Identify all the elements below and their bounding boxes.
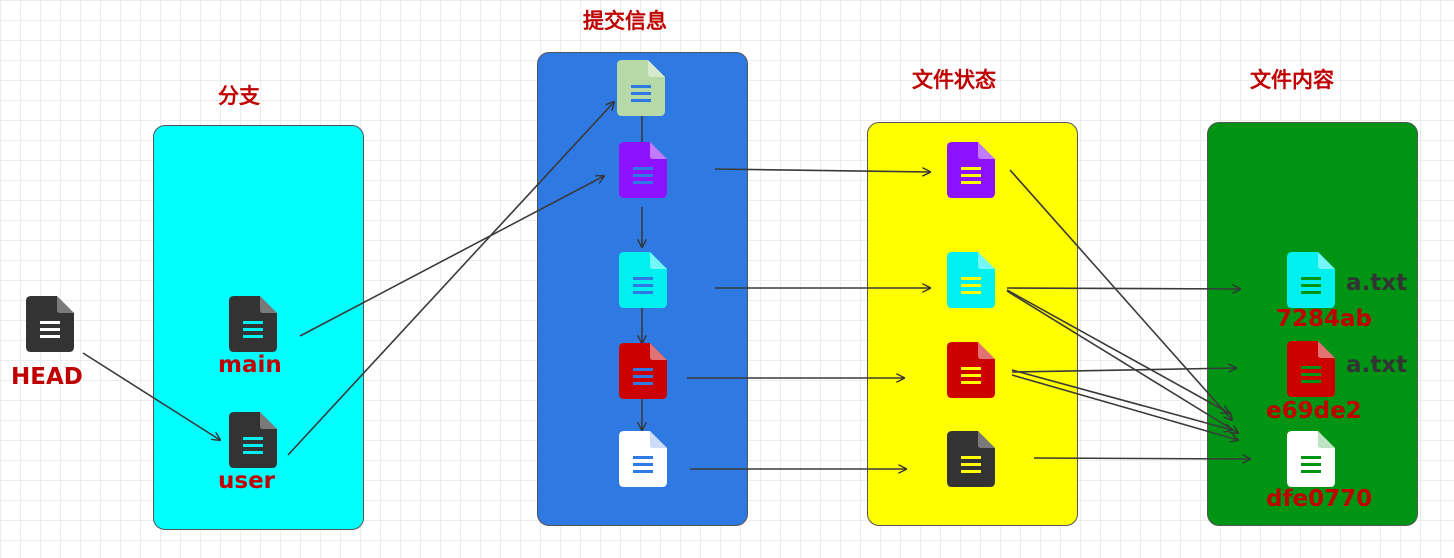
arrow-status3-to-content3b	[1011, 369, 1232, 430]
commit2-document-icon	[619, 142, 667, 198]
commit1-document-icon	[617, 60, 665, 116]
user-document-icon	[229, 412, 277, 468]
arrow-status2-to-content2	[1006, 289, 1229, 413]
arrow-head-to-user	[82, 352, 220, 440]
content1-filename-label: a.txt	[1346, 270, 1408, 296]
main-document-icon	[229, 296, 277, 352]
status3-document-icon	[947, 342, 995, 398]
arrow-user-to-commit1	[287, 102, 614, 456]
file-content-heading: 文件内容	[1250, 68, 1334, 92]
status4-document-icon	[947, 431, 995, 487]
file-status-heading: 文件状态	[912, 68, 996, 92]
commit4-document-icon	[619, 343, 667, 399]
arrow-main-to-commit2	[299, 176, 604, 337]
branch-heading: 分支	[218, 84, 260, 108]
content1-document-icon	[1287, 252, 1335, 308]
status2-document-icon	[947, 252, 995, 308]
content2-filename-label: a.txt	[1346, 352, 1408, 378]
head-label: HEAD	[11, 364, 83, 390]
arrow-status4-to-content3	[1033, 458, 1250, 459]
head-document-icon	[26, 296, 74, 352]
arrow-status2-to-content3	[1006, 290, 1238, 433]
arrow-status2-to-content1	[1006, 288, 1240, 289]
arrow-status3-to-content2	[1011, 368, 1236, 373]
content3-hash-label: dfe0770	[1266, 486, 1373, 512]
user-branch-label: user	[218, 468, 276, 494]
main-branch-label: main	[218, 352, 282, 378]
content1-hash-label: 7284ab	[1276, 306, 1372, 332]
content2-hash-label: e69de2	[1266, 398, 1362, 424]
commit-heading: 提交信息	[583, 9, 667, 33]
commit3-document-icon	[619, 252, 667, 308]
status1-document-icon	[947, 142, 995, 198]
content2-document-icon	[1287, 341, 1335, 397]
arrow-status1-to-content3	[1009, 169, 1232, 420]
arrow-status3-to-content3a	[1011, 374, 1238, 440]
content3-document-icon	[1287, 431, 1335, 487]
commit5-document-icon	[619, 431, 667, 487]
arrow-commit2-to-status1	[714, 169, 930, 172]
